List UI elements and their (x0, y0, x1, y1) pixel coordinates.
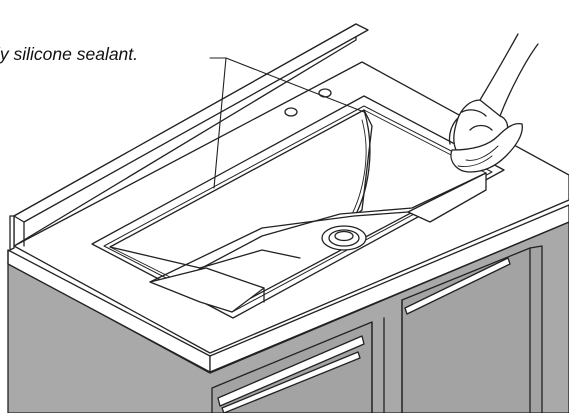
backsplash (9, 23, 369, 251)
sink (91, 95, 505, 319)
backsplash-top (13, 23, 369, 223)
faucet-hole-left (284, 107, 298, 117)
hand-icon (448, 33, 539, 173)
instruction-caption: ly silicone sealant. (0, 44, 139, 64)
drawer-handle-left (217, 335, 365, 407)
sink-left-ledge (149, 267, 265, 313)
sink-right-ledge (407, 172, 487, 223)
callout-line-left (213, 57, 227, 189)
faucet-hole-right (318, 88, 332, 98)
callout-line-right (225, 57, 365, 113)
arm (479, 33, 519, 101)
callout-lines (209, 57, 365, 189)
cabinet-body (7, 221, 569, 413)
countertop-right-edge (209, 204, 569, 373)
cloth-icon (450, 122, 523, 173)
door-handle-right (404, 257, 511, 315)
backsplash-side (9, 215, 15, 251)
